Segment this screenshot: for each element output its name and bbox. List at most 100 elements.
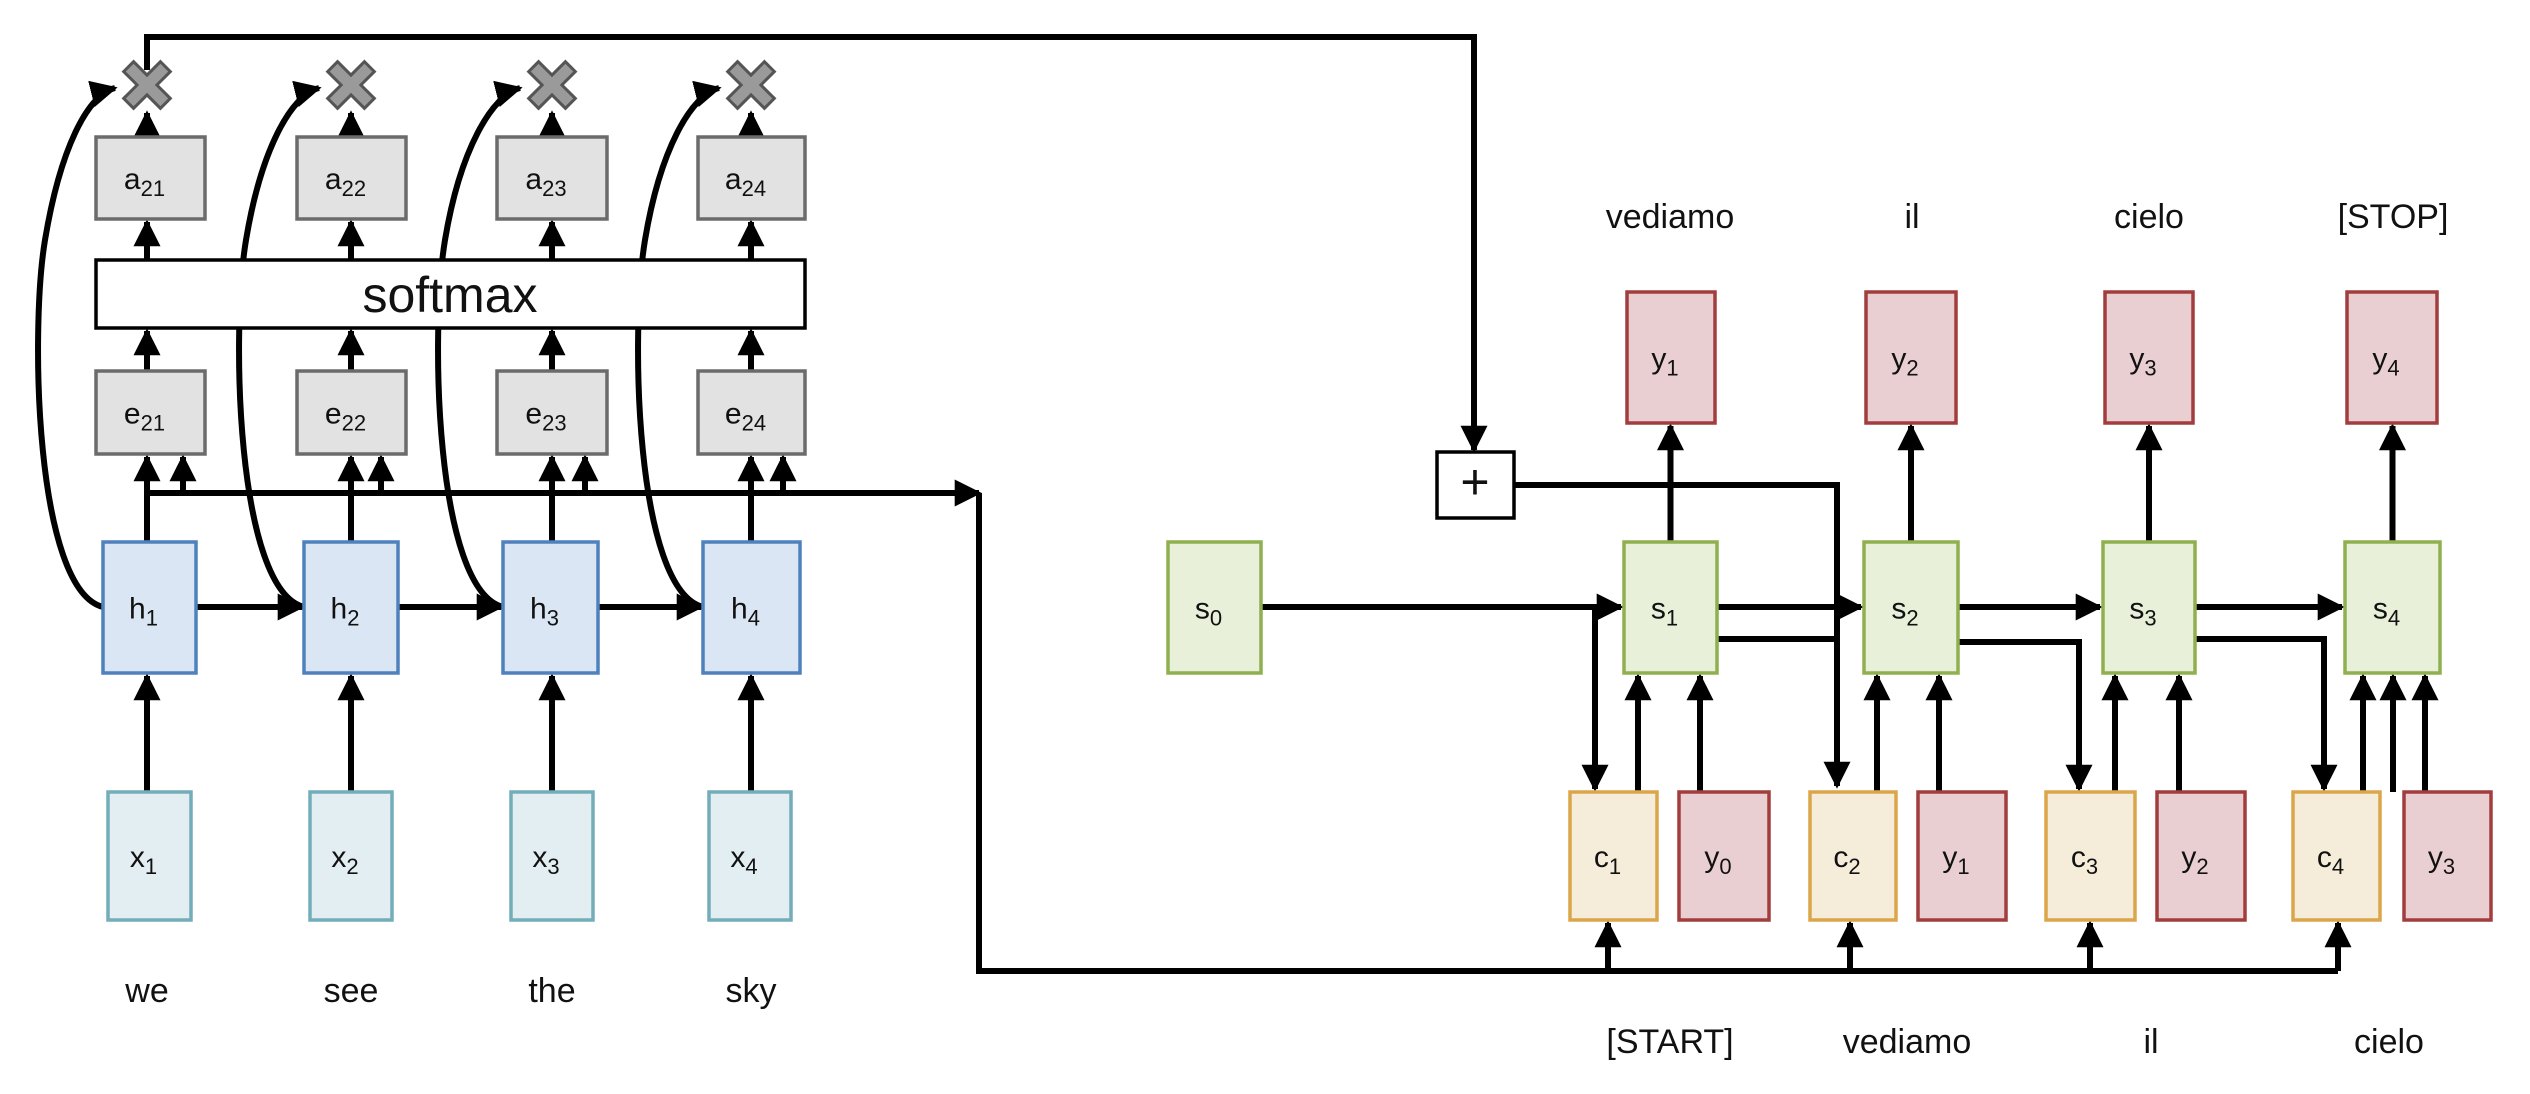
label-subscript: 3 xyxy=(2443,854,2455,879)
output-y2-box xyxy=(1864,290,1958,425)
score-e23-label: e23 xyxy=(525,398,566,436)
state-s0-label: s0 xyxy=(1195,593,1222,631)
label-base: a xyxy=(525,163,542,196)
prev-output-y2-box xyxy=(2155,790,2247,922)
attention-weight-a22-box xyxy=(295,135,408,221)
output-y4-box xyxy=(2345,290,2439,425)
label-subscript: 23 xyxy=(542,176,566,201)
hidden-h3: h3 xyxy=(501,540,600,675)
output-word: vediamo xyxy=(1606,198,1735,236)
label-subscript: 2 xyxy=(346,854,358,879)
hidden-h2-label: h2 xyxy=(331,593,360,631)
prev-output-word: vediamo xyxy=(1843,1023,1972,1061)
input-word: see xyxy=(324,972,379,1010)
input-x4-label: x4 xyxy=(730,841,757,879)
state-s3-box xyxy=(2101,540,2197,675)
state-s1-box xyxy=(1622,540,1719,675)
label-subscript: 4 xyxy=(2387,355,2399,380)
input-x2-box xyxy=(308,790,394,922)
score-e21: e21 xyxy=(94,369,207,456)
prev-output-word: [START] xyxy=(1606,1023,1733,1061)
label-subscript: 2 xyxy=(2196,854,2208,879)
output-y2: y2 xyxy=(1864,290,1958,425)
prev-output-word: il xyxy=(2143,1023,2158,1061)
label-base: e xyxy=(525,398,542,431)
input-x3-box xyxy=(509,790,595,922)
label-subscript: 1 xyxy=(1666,605,1678,630)
output-y3: y3 xyxy=(2103,290,2195,425)
attention-weight-a21-label: a21 xyxy=(124,163,165,201)
label-base: c xyxy=(2317,841,2332,874)
score-e22: e22 xyxy=(295,369,408,456)
label-subscript: 1 xyxy=(1957,854,1969,879)
label-subscript: 4 xyxy=(745,854,757,879)
multiply-x-icon xyxy=(121,59,173,111)
state-s4-label: s4 xyxy=(2373,593,2400,631)
label-base: y xyxy=(2372,343,2387,376)
output-word: cielo xyxy=(2114,198,2184,236)
state-s3-label: s3 xyxy=(2129,593,2156,631)
label-base: h xyxy=(530,593,547,626)
input-x1: x1 xyxy=(106,790,193,922)
output-y1-box xyxy=(1625,290,1717,425)
score-e22-label: e22 xyxy=(325,398,366,436)
hidden-h2-box xyxy=(302,540,400,675)
softmax-box xyxy=(94,258,807,330)
label-subscript: 22 xyxy=(342,410,366,435)
label-base: c xyxy=(2071,841,2086,874)
input-x2: x2 xyxy=(308,790,394,922)
multiply-x-icon xyxy=(325,59,377,111)
label-subscript: 2 xyxy=(1848,854,1860,879)
hidden-h4: h4 xyxy=(701,540,802,675)
output-word: [STOP] xyxy=(2338,198,2449,236)
label-subscript: 2 xyxy=(1906,355,1918,380)
prev-output-y3: y3 xyxy=(2402,790,2493,922)
label-base: y xyxy=(2181,841,2196,874)
label-base: s xyxy=(1195,593,1210,626)
context-sum-arrow xyxy=(144,34,1488,453)
label-subscript: 3 xyxy=(547,605,559,630)
context-c4-box xyxy=(2291,790,2382,922)
prev-output-y1-box xyxy=(1916,790,2008,922)
label-base: y xyxy=(2129,343,2144,376)
input-x3: x3 xyxy=(509,790,595,922)
input-x4-box xyxy=(707,790,793,922)
state-s0: s0 xyxy=(1166,540,1263,675)
sum-box xyxy=(1435,450,1516,520)
multiply-x-icon xyxy=(526,59,578,111)
prev-output-y3-label: y3 xyxy=(2428,841,2455,879)
attention-weight-a23: a23 xyxy=(495,135,609,221)
score-e24: e24 xyxy=(696,369,807,456)
output-y3-label: y3 xyxy=(2129,343,2156,381)
attention-weight-a21: a21 xyxy=(94,135,207,221)
output-y3-box xyxy=(2103,290,2195,425)
label-base: e xyxy=(124,398,141,431)
label-subscript: 24 xyxy=(742,176,766,201)
context-c2: c2 xyxy=(1808,790,1898,922)
state-s1: s1 xyxy=(1622,540,1719,675)
score-e22-box xyxy=(295,369,408,456)
hidden-h4-label: h4 xyxy=(731,593,760,631)
sum-to-context-arrow xyxy=(1514,482,1851,789)
label-subscript: 3 xyxy=(2144,605,2156,630)
output-y1: y1 xyxy=(1625,290,1717,425)
label-base: y xyxy=(1704,841,1719,874)
state-s1-label: s1 xyxy=(1651,593,1678,631)
label-base: c xyxy=(1594,841,1609,874)
label-subscript: 21 xyxy=(141,176,165,201)
label-base: e xyxy=(725,398,742,431)
attention-weight-a24: a24 xyxy=(696,135,807,221)
label-subscript: 3 xyxy=(547,854,559,879)
context-c1-box xyxy=(1568,790,1659,922)
input-x1-label: x1 xyxy=(130,841,157,879)
label-base: y xyxy=(2428,841,2443,874)
label-subscript: 4 xyxy=(2332,854,2344,879)
attention-weight-a23-label: a23 xyxy=(525,163,566,201)
label-base: a xyxy=(725,163,742,196)
label-base: a xyxy=(325,163,342,196)
prev-output-word: cielo xyxy=(2354,1023,2424,1061)
label-subscript: 2 xyxy=(1906,605,1918,630)
label-base: y xyxy=(1891,343,1906,376)
prev-output-y1-label: y1 xyxy=(1942,841,1969,879)
prev-output-y2: y2 xyxy=(2155,790,2247,922)
